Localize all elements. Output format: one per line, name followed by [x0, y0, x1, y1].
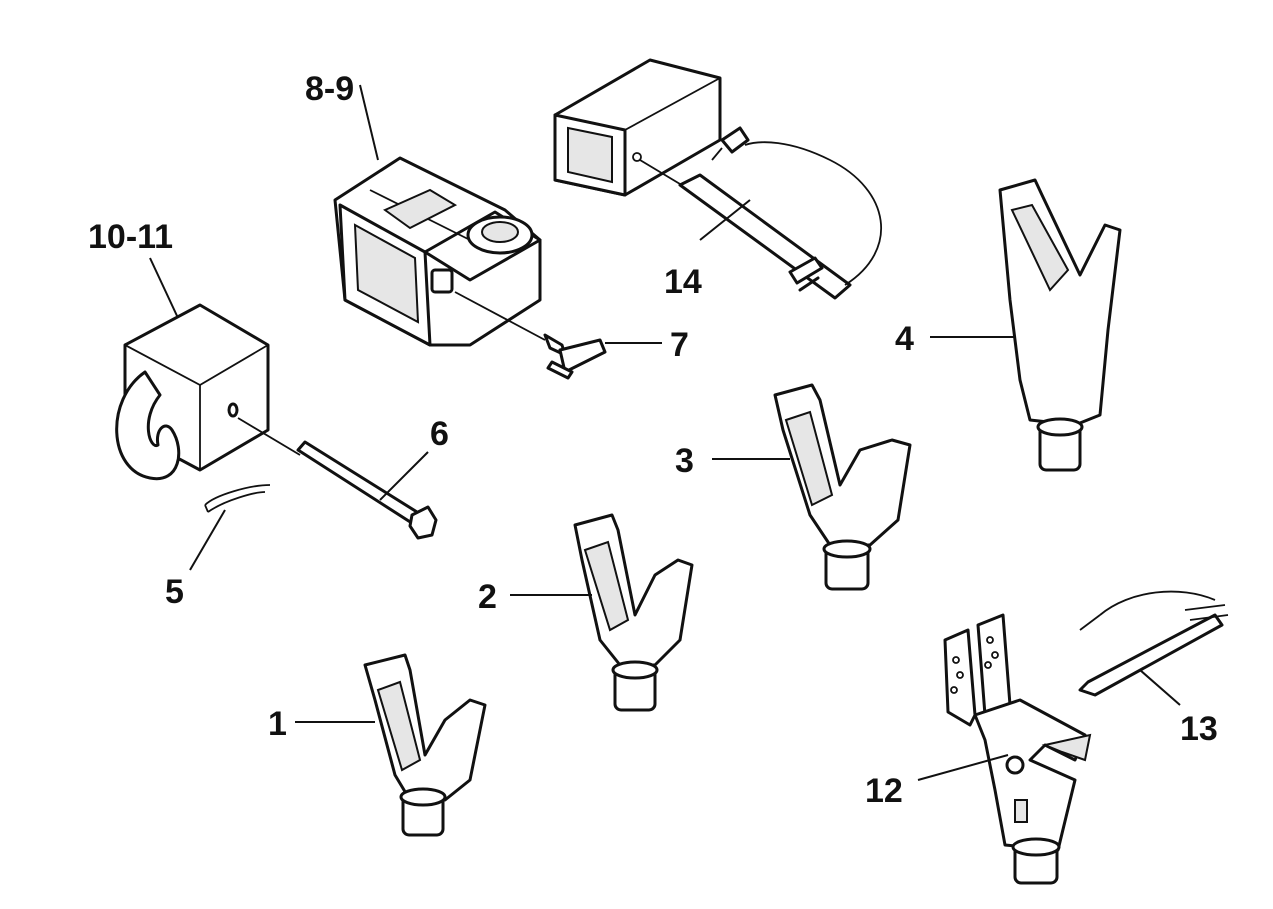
- tall-yoke-adapter-4: [998, 178, 1122, 472]
- callout-7: 7: [670, 326, 689, 364]
- callout-10-11: 10-11: [88, 218, 173, 256]
- yoke-adapter-1: [363, 653, 487, 837]
- callout-2: 2: [478, 578, 497, 616]
- callout-1: 1: [268, 705, 287, 743]
- receiver-tube-with-pin: [553, 58, 882, 300]
- callout-4: 4: [895, 320, 914, 358]
- callout-6: 6: [430, 415, 449, 453]
- callout-3: 3: [675, 442, 694, 480]
- yoke-adapter-3: [773, 383, 912, 591]
- hair-pin-clip: [204, 484, 271, 513]
- callout-13: 13: [1180, 710, 1218, 748]
- leader-lines: [149, 84, 1181, 781]
- yoke-adapter-2: [573, 513, 694, 712]
- callout-14: 14: [664, 263, 702, 301]
- bracket-adapter-12: [943, 613, 1092, 885]
- callout-labels: 8-9 10-11 14 7 4 6 3 5 2 1 13 12: [88, 70, 1218, 810]
- hook-block: [115, 303, 301, 481]
- lanyard-pin-13: [1078, 590, 1229, 697]
- callout-8-9: 8-9: [305, 70, 354, 108]
- hitch-receiver-block: [333, 156, 607, 380]
- callout-12: 12: [865, 772, 903, 810]
- callout-5: 5: [165, 573, 184, 611]
- hitch-pin: [296, 440, 438, 540]
